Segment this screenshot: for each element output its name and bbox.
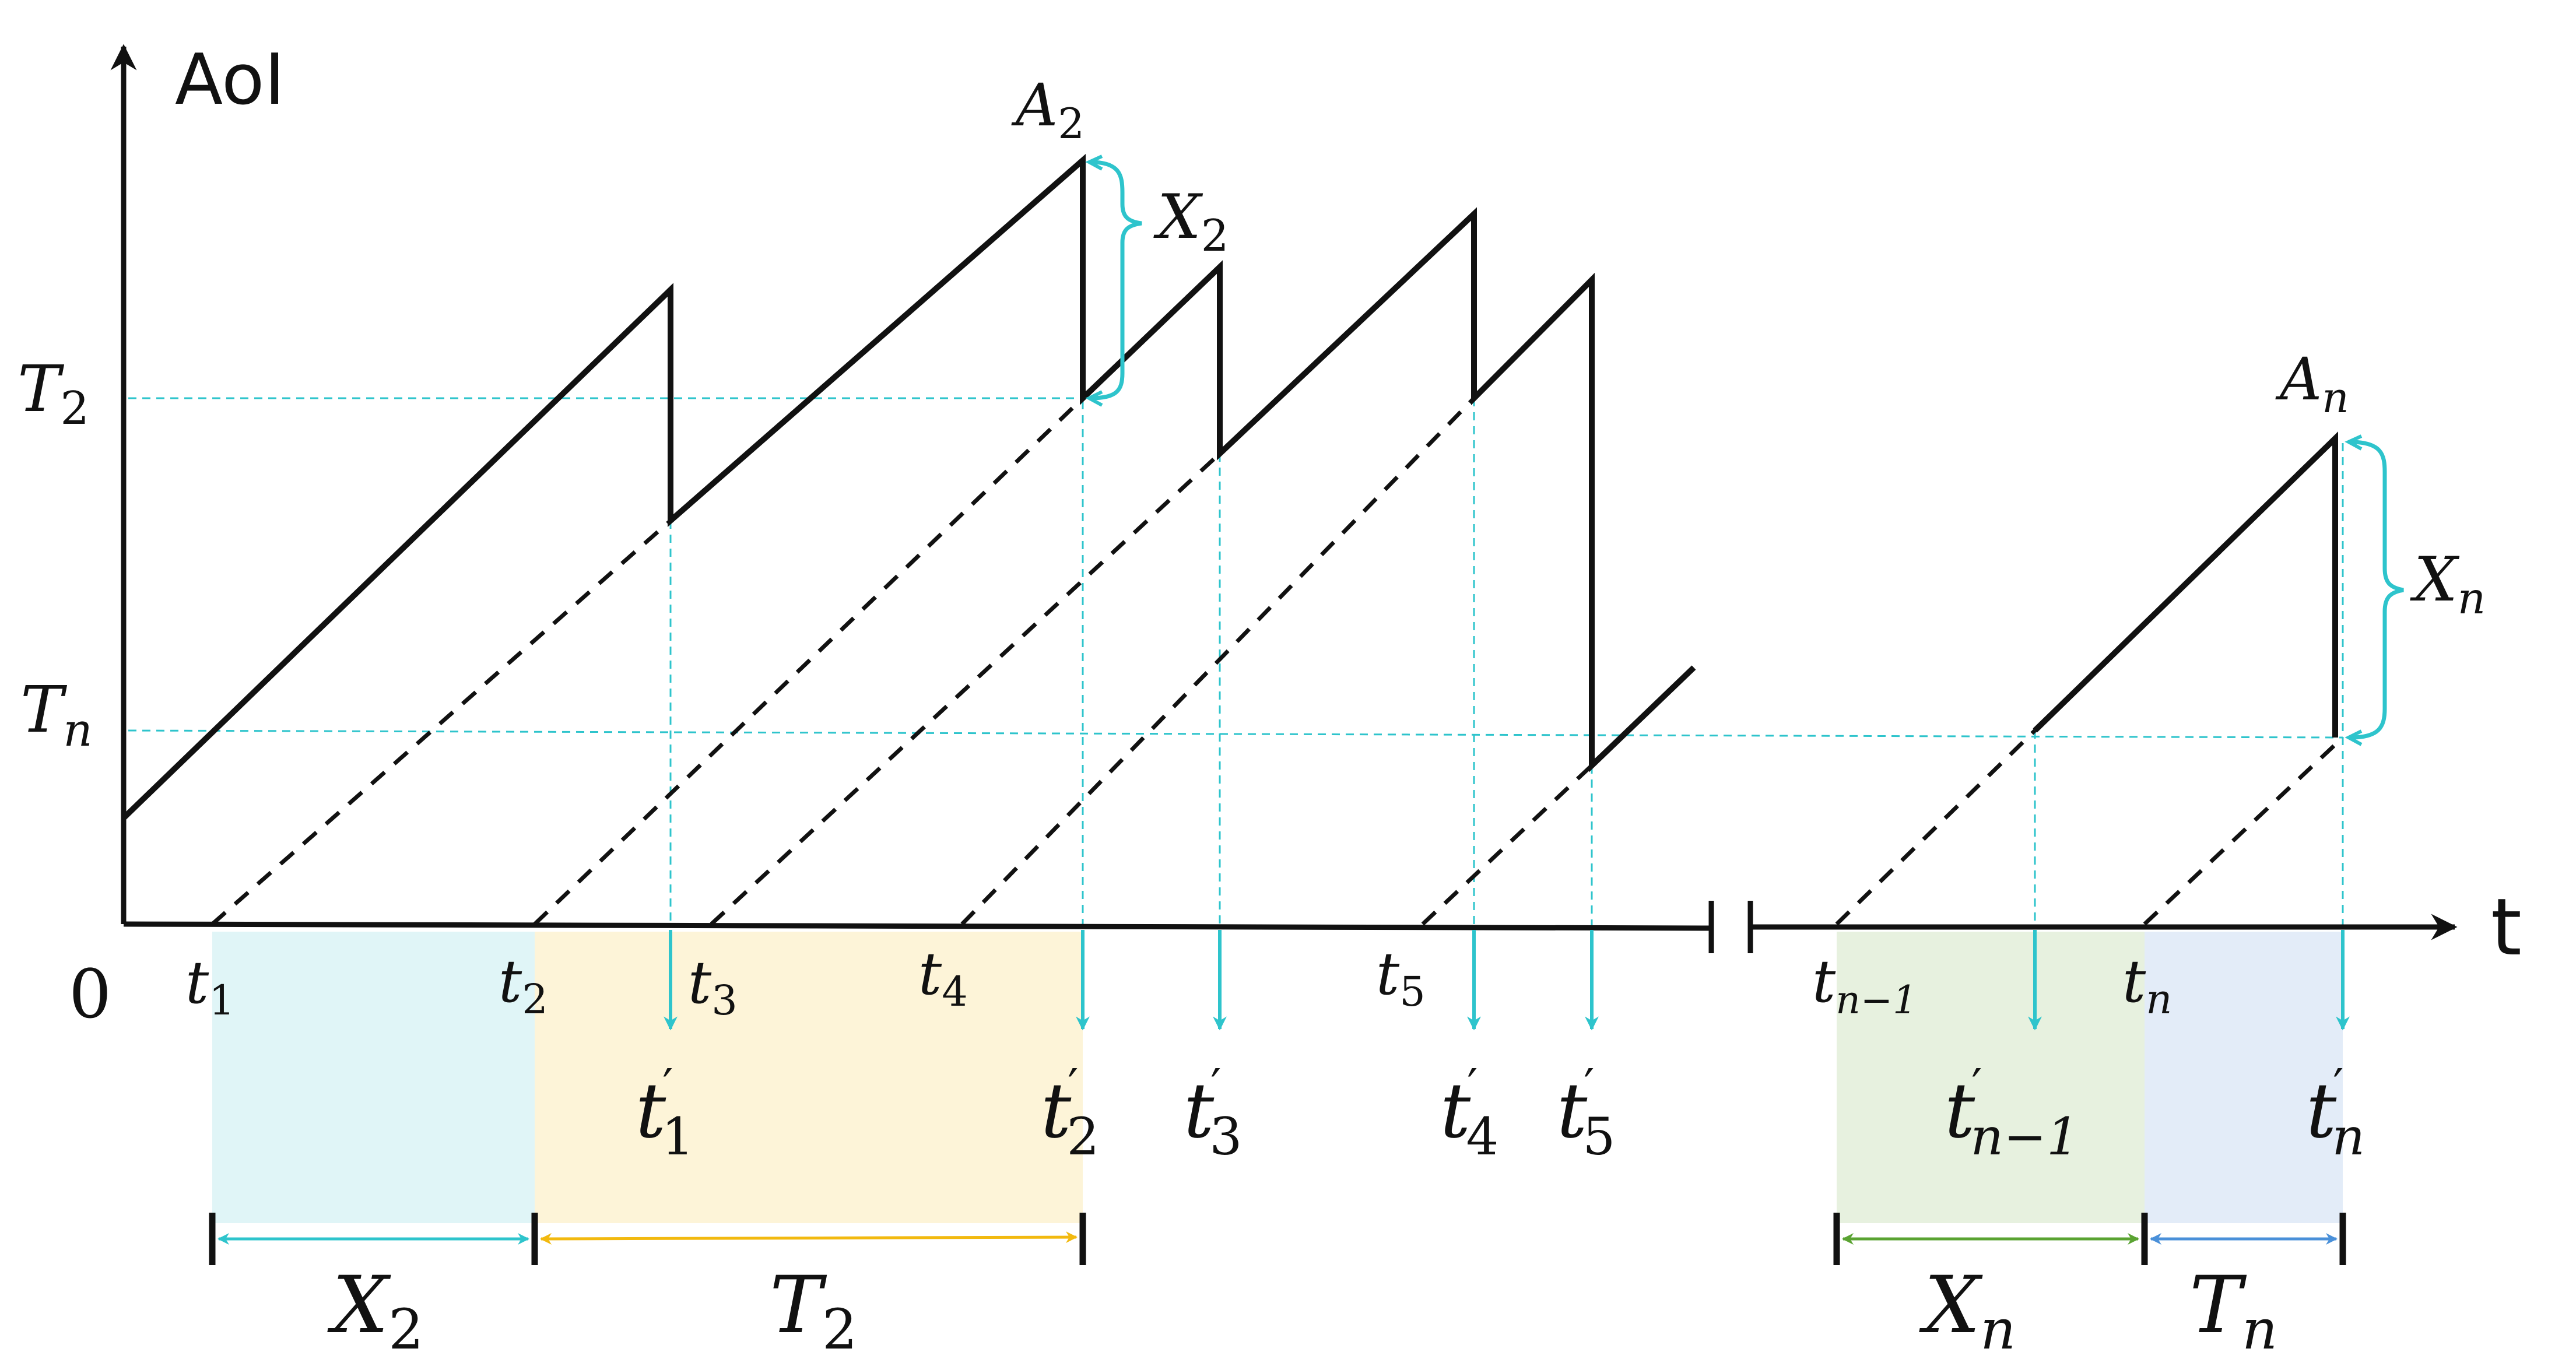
interval-shade-xn <box>1837 932 2145 1223</box>
interval-labels: X2 T2 Xn Tn <box>327 1259 2277 1362</box>
peak-label-a2: A2 <box>1011 71 1085 148</box>
reference-lines <box>128 397 2343 739</box>
arrival-label-t3: t3 <box>688 949 738 1024</box>
arrival-label-tn: tn <box>2122 947 2172 1023</box>
arrival-label-t1: t1 <box>185 949 235 1024</box>
arrival-label-t4: t4 <box>918 940 968 1016</box>
x-axis-label: t <box>2491 882 2522 973</box>
interval-bars <box>209 1213 2346 1265</box>
aoi-curve-tail <box>2033 431 2338 738</box>
delivery-label-t1: t′1 <box>636 1059 694 1167</box>
delivery-arrows <box>664 930 2350 1031</box>
interval-label-t2: T2 <box>770 1259 858 1362</box>
interval-label-xn: Xn <box>1919 1259 2016 1362</box>
interval-shade-x2 <box>212 932 535 1223</box>
xn-brace <box>2349 440 2404 740</box>
delivery-guides <box>669 163 2344 927</box>
aoi-curve <box>121 153 1696 820</box>
delivery-label-t5: t′5 <box>1557 1059 1615 1167</box>
origin-label: 0 <box>69 956 111 1034</box>
arrival-label-tn-1: tn−1 <box>1812 947 1917 1023</box>
delivery-label-tn: t′n <box>2306 1059 2365 1167</box>
interval-shade-tn <box>2145 932 2343 1223</box>
delivery-label-t3: t′3 <box>1184 1059 1242 1167</box>
age-lines <box>210 396 2345 926</box>
interval-shade-t2 <box>535 932 1083 1223</box>
arrival-label-t5: t5 <box>1376 940 1426 1016</box>
interval-label-tn: Tn <box>2189 1259 2277 1362</box>
tn-reference-line <box>128 729 2343 739</box>
y-axis-label: AoI <box>175 40 285 121</box>
arrival-label-t2: t2 <box>499 947 548 1023</box>
y-tick-t2: T2 <box>17 352 89 435</box>
x-axis-left <box>123 921 1712 931</box>
interval-label-x2: X2 <box>327 1259 424 1362</box>
brace-label-xn: Xn <box>2410 544 2486 624</box>
delivery-label-t2: t′2 <box>1041 1059 1099 1167</box>
delivery-label-tn-1: t′n−1 <box>1945 1059 2079 1167</box>
peak-label-an: An <box>2275 345 2349 422</box>
delivery-labels: t′1 t′2 t′3 t′4 t′5 t′n−1 t′n <box>636 1059 2365 1167</box>
delivery-label-t4: t′4 <box>1440 1059 1498 1167</box>
arrival-labels: t1 t2 t3 t4 t5 tn−1 tn <box>185 940 2172 1024</box>
brace-label-x2: X2 <box>1153 181 1229 261</box>
x2-brace <box>1090 160 1142 401</box>
y-tick-tn: Tn <box>20 672 93 757</box>
